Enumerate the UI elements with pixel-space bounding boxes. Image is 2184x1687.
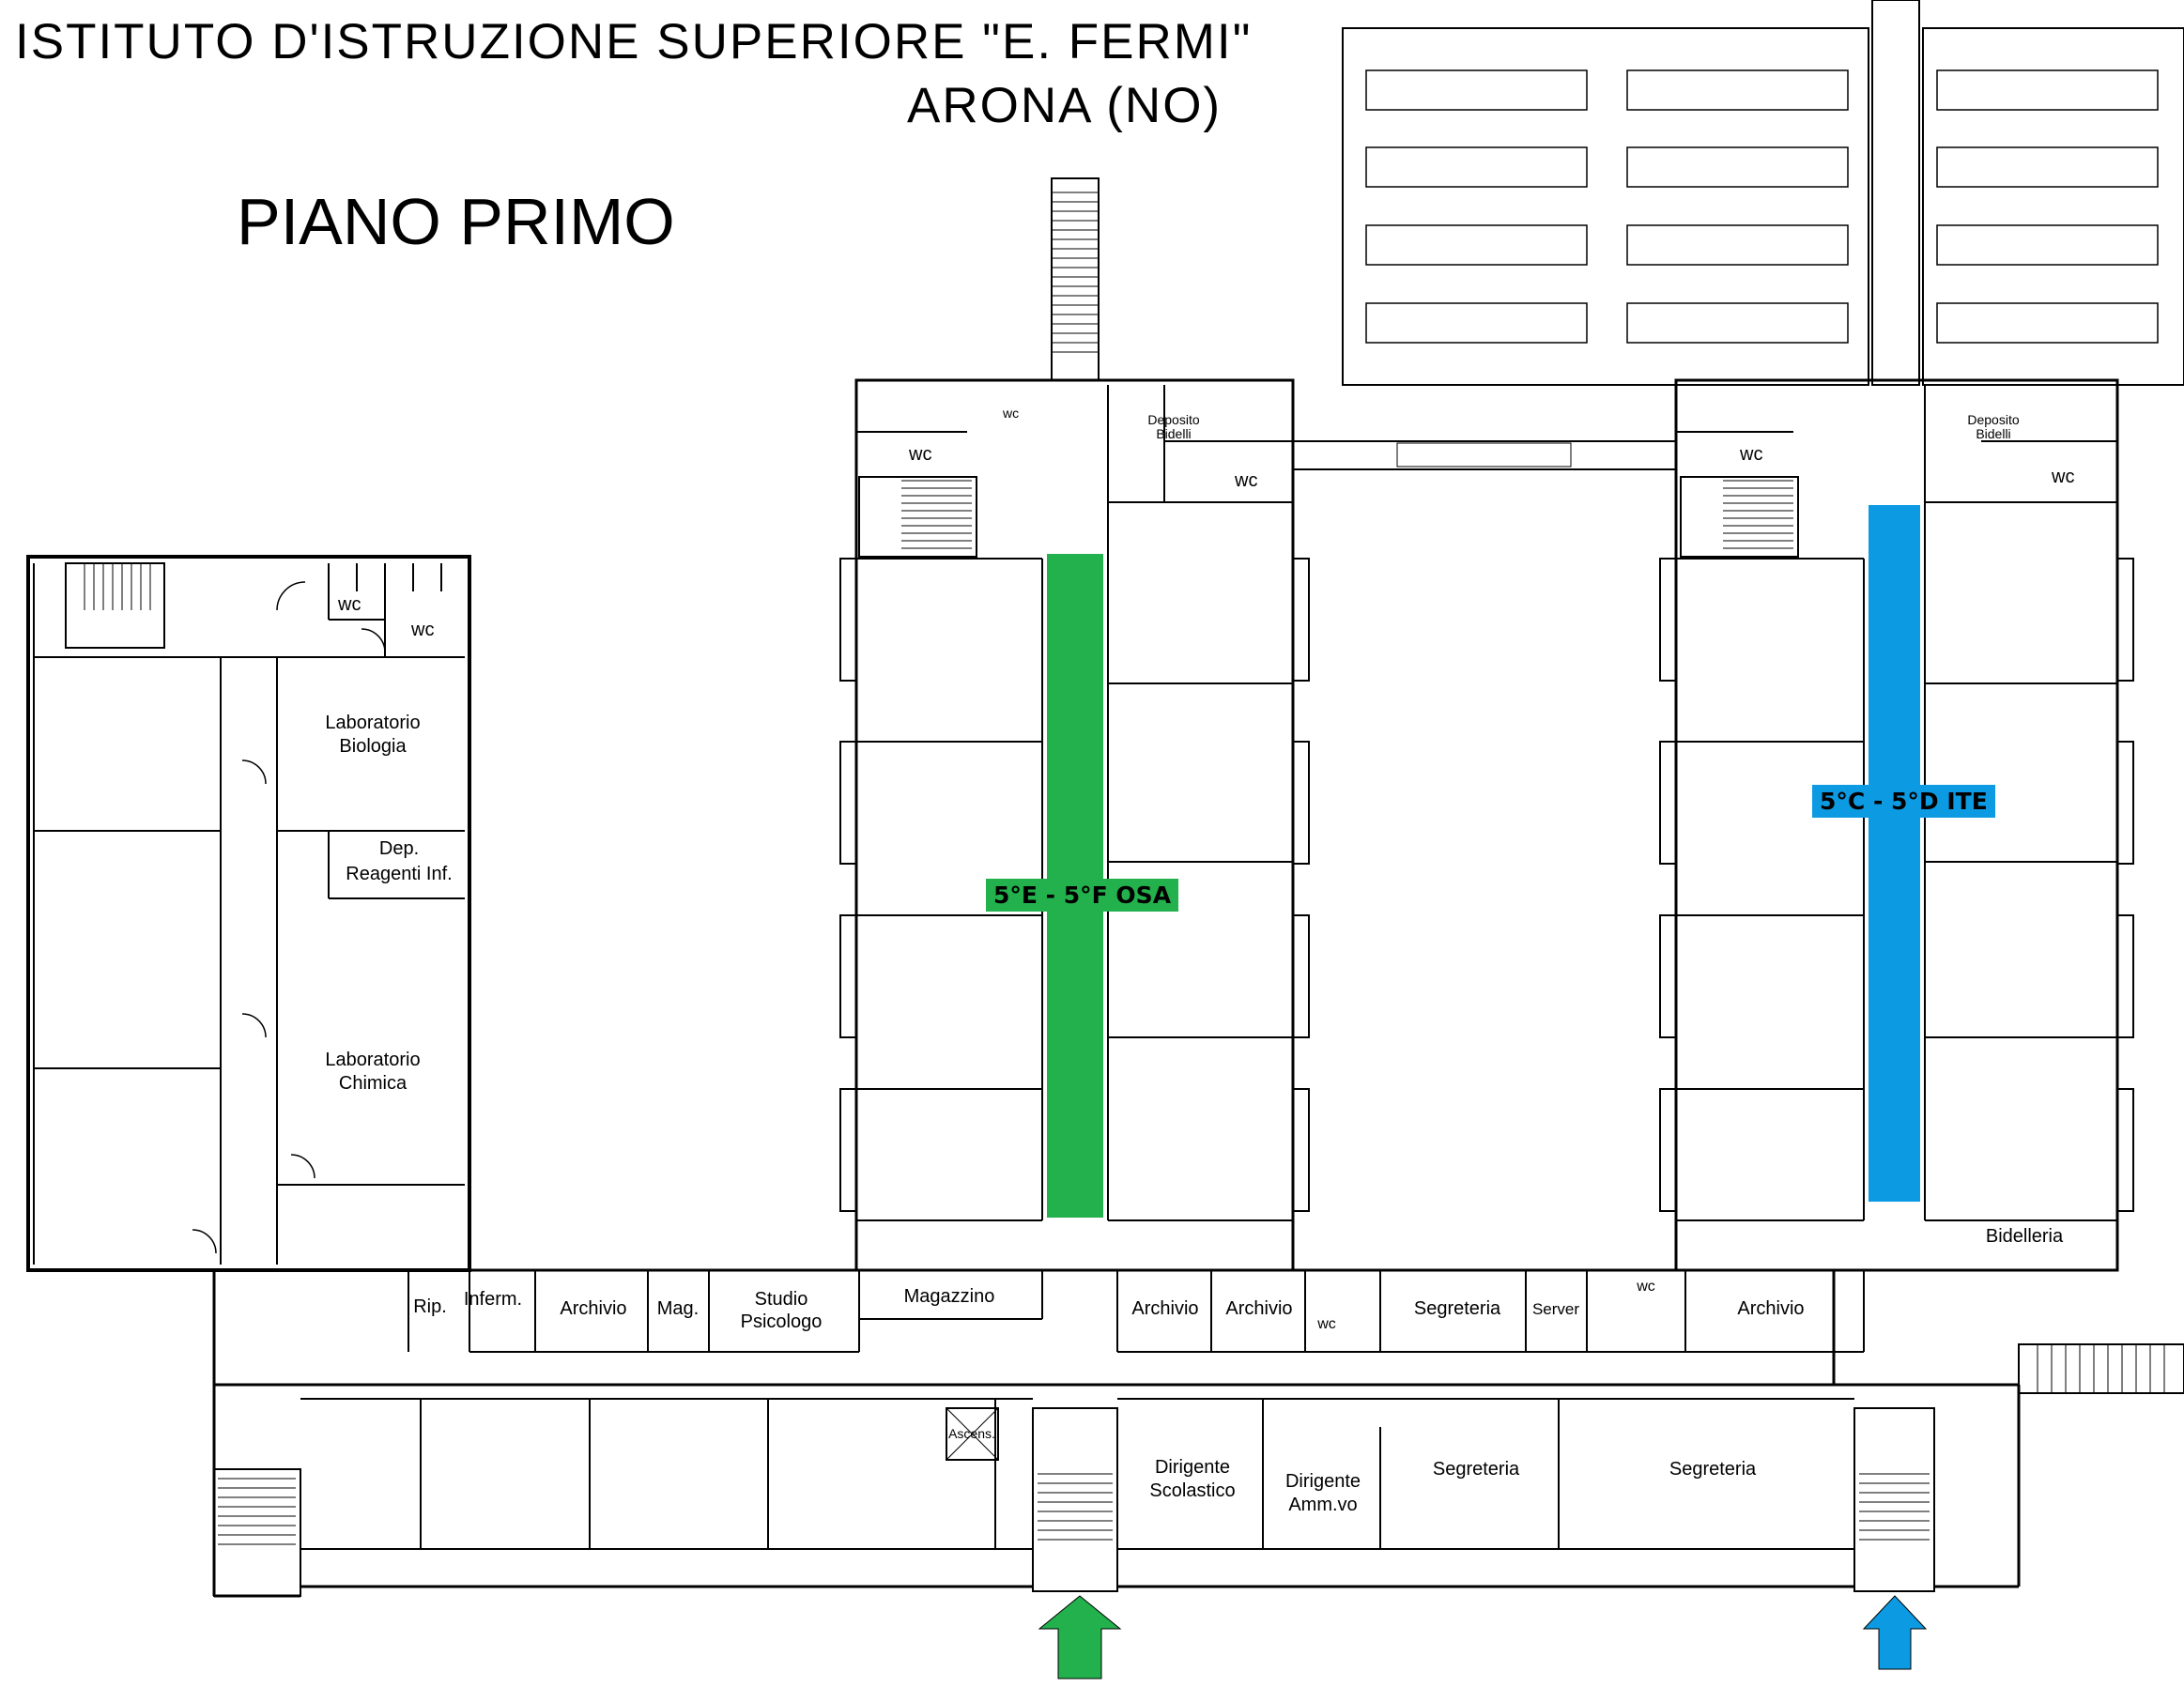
room-wc-south: wc <box>1316 1316 1336 1332</box>
room-server: Server <box>1532 1300 1579 1318</box>
room-dep-1: Dep. <box>379 838 419 859</box>
room-studio-2: Psicologo <box>741 1311 823 1332</box>
room-deposito-2b: Bidelli <box>1976 426 2010 441</box>
room-dirigente-amm-2: Amm.vo <box>1288 1495 1357 1515</box>
room-wc-mid-2: wc <box>1002 406 1019 421</box>
room-segreteria-3: Segreteria <box>1669 1459 1757 1480</box>
room-wc-left-1: wc <box>337 594 361 615</box>
left-wing <box>26 555 471 1272</box>
room-rip: Rip. <box>413 1296 447 1317</box>
room-bidelleria: Bidelleria <box>1986 1226 2064 1247</box>
green-zone-label: 5°E - 5°F OSA <box>986 879 1179 912</box>
room-magazzino: Magazzino <box>904 1286 995 1307</box>
room-wc-south-2: wc <box>1636 1279 1655 1295</box>
room-inferm: Inferm. <box>464 1289 522 1310</box>
room-deposito-1a: Deposito <box>1147 412 1199 427</box>
parking-area <box>1342 0 2184 386</box>
blue-zone-corridor <box>1869 505 1920 1202</box>
institute-title: ISTITUTO D'ISTRUZIONE SUPERIORE "E. FERM… <box>15 14 1253 69</box>
room-wc-left-2: wc <box>410 620 434 640</box>
room-archivio-3: Archivio <box>1225 1298 1292 1319</box>
room-mag: Mag. <box>657 1298 699 1319</box>
room-dirigente-amm-1: Dirigente <box>1285 1471 1361 1492</box>
room-archivio-4: Archivio <box>1737 1298 1804 1319</box>
room-lab-chim-2: Chimica <box>339 1073 408 1094</box>
room-wc-right-2: wc <box>2051 467 2074 487</box>
green-entrance-arrow <box>1038 1595 1122 1679</box>
room-lab-chim-1: Laboratorio <box>325 1050 420 1070</box>
room-archivio-1: Archivio <box>560 1298 626 1319</box>
room-segreteria-2: Segreteria <box>1433 1459 1520 1480</box>
room-lab-bio-1: Laboratorio <box>325 713 420 733</box>
middle-wing <box>839 378 1676 1272</box>
room-deposito-2a: Deposito <box>1967 412 2019 427</box>
floor-title: PIANO PRIMO <box>237 185 675 258</box>
room-segreteria-1: Segreteria <box>1414 1298 1501 1319</box>
room-dep-2: Reagenti Inf. <box>346 864 452 884</box>
blue-zone-label: 5°C - 5°D ITE <box>1812 785 1995 818</box>
room-wc-mid-1: wc <box>908 444 931 465</box>
room-wc-right-1: wc <box>1739 444 1762 465</box>
right-wing <box>1659 378 2134 1272</box>
city-title: ARONA (NO) <box>907 78 1223 133</box>
room-dirigente-2: Scolastico <box>1149 1480 1235 1501</box>
south-block <box>212 1268 2184 1598</box>
room-lab-bio-2: Biologia <box>339 736 407 757</box>
room-deposito-1b: Bidelli <box>1156 426 1191 441</box>
room-dirigente-1: Dirigente <box>1155 1457 1230 1478</box>
room-studio-1: Studio <box>755 1289 808 1310</box>
room-ascens: Ascens. <box>948 1426 995 1441</box>
blue-entrance-arrow <box>1862 1595 1928 1670</box>
room-wc-mid-3: wc <box>1234 470 1257 491</box>
room-archivio-2: Archivio <box>1131 1298 1198 1319</box>
north-staircase <box>1051 177 1100 381</box>
